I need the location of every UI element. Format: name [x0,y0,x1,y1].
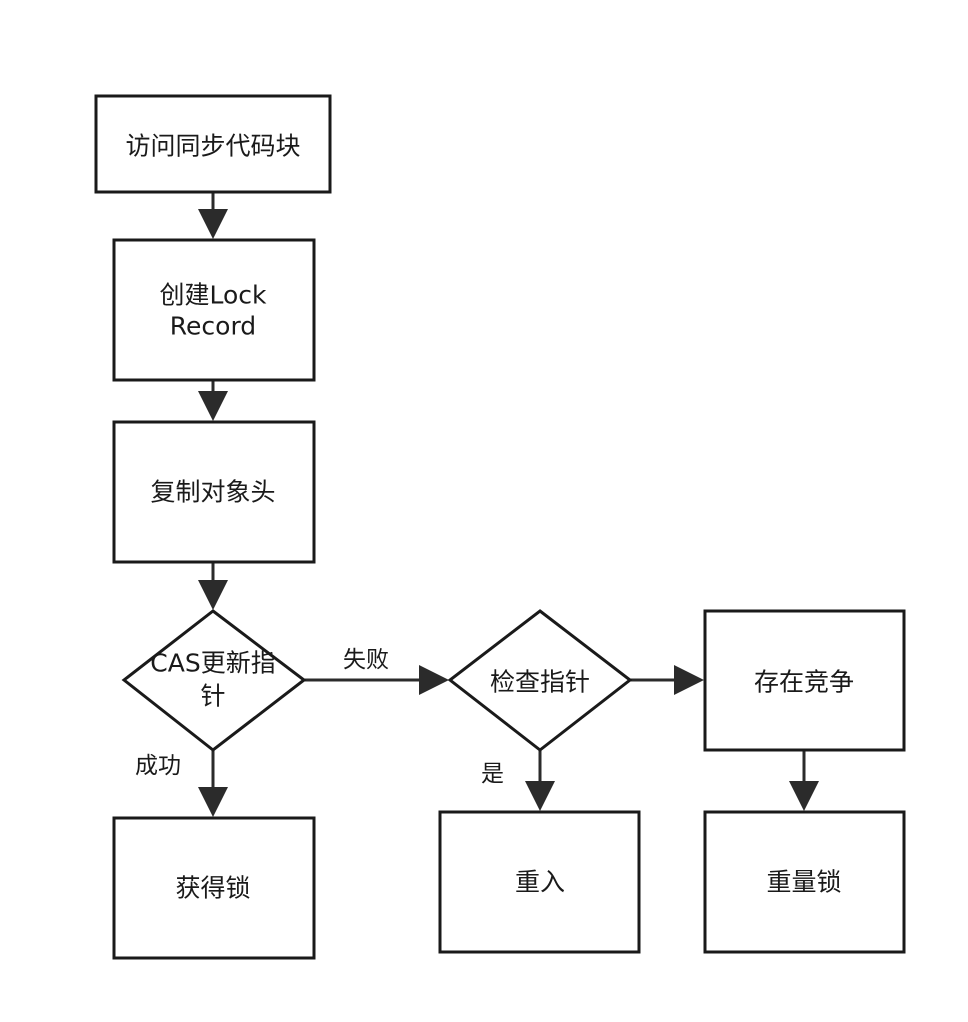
node-copy-object-header: 复制对象头 [112,420,316,564]
edge-label-yes: 是 [481,761,504,787]
node-contention-exists: 存在竞争 [703,609,906,752]
node-contention-exists-label: 存在竞争 [754,668,854,697]
node-cas-update-pointer-line1: CAS更新指 [150,649,275,678]
node-cas-update-pointer-line2: 针 [200,682,225,711]
node-create-lock-record-line1: 创建Lock [159,281,267,310]
node-access-sync-block-label: 访问同步代码块 [125,132,300,161]
node-create-lock-record: 创建Lock Record [112,238,316,382]
node-check-pointer-label: 检查指针 [490,668,590,697]
node-copy-object-header-label: 复制对象头 [150,478,275,507]
node-reentry: 重入 [438,810,641,954]
node-heavyweight-lock-label: 重量锁 [766,868,841,897]
node-reentry-label: 重入 [515,868,565,897]
node-access-sync-block: 访问同步代码块 [94,94,332,194]
node-acquire-lock: 获得锁 [112,816,316,960]
edge-label-success: 成功 [135,753,181,779]
node-acquire-lock-label: 获得锁 [175,874,250,903]
edge-label-fail: 失败 [343,647,389,673]
node-create-lock-record-line2: Record [170,312,256,341]
node-cas-update-pointer: CAS更新指 针 [121,609,307,752]
node-check-pointer: 检查指针 [447,609,633,752]
node-heavyweight-lock: 重量锁 [703,810,906,954]
